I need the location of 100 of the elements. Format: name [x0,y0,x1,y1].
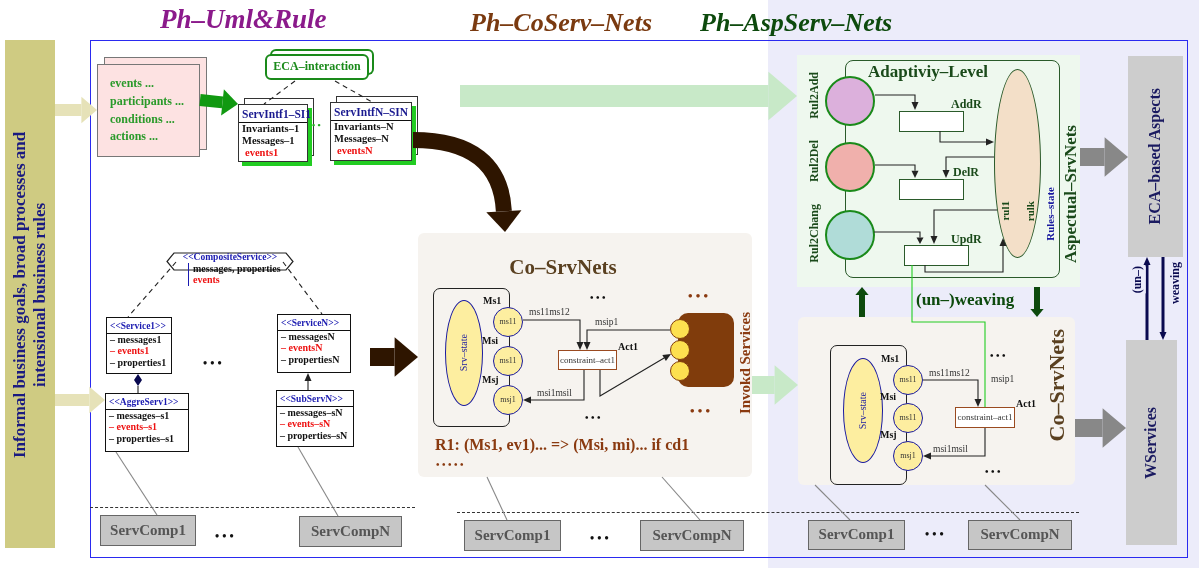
transition-label: Act1 [618,341,638,353]
place-circle [893,365,923,395]
class-box [276,390,354,447]
place-label: ms11 [899,375,917,385]
arrow [874,164,919,178]
class-name: <<Service1>> [107,318,171,334]
place-circle [493,346,523,376]
list-item: participants ... [110,94,185,109]
attribute-text: – messagesN [280,330,336,343]
class-name: <<AggreServ1>> [106,394,188,410]
block-arrow [412,132,522,232]
target-box [1126,340,1177,545]
ellipsis-mark: • • • [688,289,709,304]
class-box [106,317,172,374]
transition-box [899,179,964,200]
rule-circle [825,210,875,260]
connector-line [115,451,158,516]
arrow [874,94,919,110]
place-label: Msj [880,429,897,441]
attribute-text: – messages1 [109,333,163,346]
component-box [968,520,1072,550]
attribute-text: – propertiesN [280,353,341,366]
composition-line [134,374,142,394]
aspect-panel [797,55,1080,287]
attribute-text: – events–s1 [108,421,159,433]
place-circle [893,403,923,433]
ellipsis-mark: • • • [203,357,222,371]
list-item: actions ... [110,130,159,145]
block-arrow [1143,257,1151,340]
ellipsis-mark: • • • [585,412,601,424]
vertical-label: Invokd Services [737,312,754,415]
attribute-text: – properties–sN [279,429,349,442]
attribute-text: events [188,274,294,286]
panel-title: Aspectual–SrvNets [1061,125,1081,263]
block-arrow [370,337,418,377]
attribute-text: Messages–N [333,133,390,146]
panel-title: Co–SrvNets [508,255,618,280]
connector-line [984,484,1021,521]
arrow [523,369,585,404]
attribute-text: – messages–sN [279,406,344,419]
edge-label: msi1msil [536,388,573,399]
dashed-line [127,261,177,318]
list-item: conditions ... [110,112,176,127]
transition-box [904,245,969,266]
attribute-text: events1 [244,147,280,160]
target-box [1128,56,1183,257]
place-label: Msj [482,374,499,386]
attribute-text: – properties–s1 [108,432,176,445]
arrow-label: (un–)weaving [916,290,1015,310]
phase-title: Ph–Uml&Rule [160,4,327,36]
box-title: ServCompN [980,526,1060,544]
sidebar-band [5,40,55,548]
arrow [930,209,998,244]
box-title: ServComp1 [474,526,551,545]
class-name: <<SubServN>> [277,391,353,407]
edge-label: msip1 [594,317,620,328]
phase-title: Ph–AspServ–Nets [700,8,893,38]
box-title: ECA–interaction [273,60,361,74]
vertical-label: Srv–state [857,391,869,430]
component-box [640,520,744,551]
arrow [942,156,995,178]
arrow [873,231,924,244]
vertical-label: rulk [1023,200,1037,221]
block-arrow [1075,408,1126,448]
component-box [299,516,402,547]
dashed-line [282,261,323,315]
service-blob [670,313,734,387]
transition-label: constraint–act1 [560,354,615,366]
panel-title: Adaptiviy–Level [868,62,988,82]
class-box [277,314,351,373]
ellipsis-mark: • • • [990,350,1006,362]
arrow [939,130,994,146]
attribute-text: messages, properties [188,262,294,275]
connector-line [486,476,508,521]
vertical-label: rul1 [998,201,1012,221]
ellipsis-mark: • • • • • [436,459,464,471]
attribute-text: Invariants–N [333,121,395,134]
net-panel [418,233,752,477]
vertical-label: Srv–state [458,334,470,372]
attribute-text: – messages–s1 [108,409,171,422]
edge-label: (un–) [1130,266,1146,294]
edge-label: ms11ms12 [928,368,971,379]
block-arrow [855,287,869,317]
block-arrow [55,96,97,124]
arrow [522,319,584,350]
connector-line [297,446,339,517]
edge-label: msip1 [990,374,1016,385]
attribute-text: – properties1 [109,356,168,369]
box-title: ServComp1 [110,521,186,540]
vertical-heading: Informal business goals, broad processes and intensional business rules [10,129,50,460]
transition-label: DelR [953,166,979,180]
ellipsis-mark: • • • [925,528,944,542]
box-title: ServCompN [310,522,391,541]
box-title: ServComp1 [818,526,895,544]
place-circle [493,307,523,337]
place-label: Msi [880,391,897,403]
block-arrow [55,386,105,414]
component-box [100,515,196,546]
transition-label: constraint–act1 [957,412,1013,423]
component-box [808,520,905,550]
